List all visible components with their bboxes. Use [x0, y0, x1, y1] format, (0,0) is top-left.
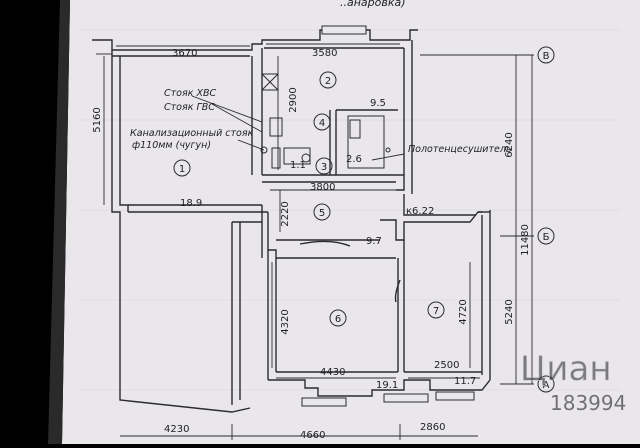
- room-2-circle: [319, 71, 337, 89]
- label-riser-cold: Стояк ХВС: [164, 88, 216, 99]
- room-7-number: 7: [433, 306, 439, 317]
- dimension-lines: [96, 43, 534, 440]
- room-markers: 1 2 3 4 5 6 7: [173, 71, 445, 327]
- room-3-area: 1.1: [290, 160, 306, 171]
- riser-icon: [260, 146, 268, 154]
- dim-left-vertical: 5160: [92, 107, 103, 132]
- label-towel-dryer: Полотенцесушитель: [408, 144, 512, 155]
- dim-mid-horizontal: 3800: [310, 182, 335, 193]
- watermark-code: 183994: [550, 391, 626, 415]
- dim-top-left: 3670: [172, 48, 197, 59]
- axis-label-top: В: [543, 51, 550, 62]
- room-5-area: к6.22: [406, 206, 434, 217]
- dim-top-mid: 3580: [312, 48, 337, 59]
- axis-marker-bottom: [537, 375, 555, 393]
- paper-sheet: [62, 0, 640, 444]
- room-7-circle: [427, 301, 445, 319]
- room-3-number: 3: [321, 162, 327, 173]
- dim-bottom-1: 4230: [164, 424, 189, 435]
- label-riser-hot: Стояк ГВС: [164, 102, 215, 113]
- room-5-circle: [313, 203, 331, 221]
- header-fragment: ..анаровка): [340, 0, 406, 9]
- dimension-labels: 3670 3580 5160 2900 3800 2220 4320 4430 …: [92, 48, 531, 441]
- dim-right-total-mid: 11480: [520, 224, 531, 256]
- axis-marker-middle: [537, 227, 555, 245]
- annotation-labels: Стояк ХВС Стояк ГВС Канализационный стоя…: [130, 88, 512, 155]
- axis-label-bottom: А: [543, 380, 550, 391]
- dim-lower-left-vertical: 4320: [280, 309, 291, 334]
- dim-corridor-vertical: 2220: [280, 201, 291, 226]
- windows: [301, 25, 475, 407]
- room-1-number: 1: [179, 164, 185, 175]
- dim-bottom-right-room: 2500: [434, 360, 459, 371]
- room-1-circle: [173, 159, 191, 177]
- room-3-circle: [315, 157, 333, 175]
- room-2-area: 9.5: [370, 98, 386, 109]
- dim-bottom-room-width: 4430: [320, 367, 345, 378]
- walls: [92, 29, 491, 413]
- paper-shadow: [48, 0, 70, 444]
- axis-label-middle: Б: [543, 232, 550, 243]
- dim-right-total-bottom: 5240: [504, 299, 515, 324]
- room-6-number: 6: [335, 314, 341, 325]
- axis-marker-top: [537, 46, 555, 64]
- room-areas: 18.9 9.5 1.1 2.6 к6.22 9.7 19.1 11.7: [180, 98, 476, 391]
- room-1-area: 18.9: [180, 198, 202, 209]
- room-6-circle: [329, 309, 347, 327]
- room-4-number: 4: [319, 118, 325, 129]
- room-4-circle: [313, 113, 331, 131]
- watermark: Циан 183994: [520, 349, 627, 415]
- room-2-number: 2: [325, 76, 331, 87]
- dim-bottom-2: 4660: [300, 430, 325, 441]
- dim-room7-vertical: 4720: [458, 299, 469, 324]
- room-7-area: 19.1: [376, 380, 398, 391]
- extra-area: 11.7: [454, 376, 476, 387]
- label-sewer-riser-2: ф110мм (чугун): [132, 140, 211, 151]
- room-6-area: 9.7: [366, 236, 382, 247]
- room-5-number: 5: [319, 208, 325, 219]
- label-sewer-riser-1: Канализационный стояк: [130, 128, 254, 139]
- axis-markers: В Б А: [537, 46, 555, 393]
- room-4-area: 2.6: [346, 154, 362, 165]
- dim-right-total-top: 6240: [504, 132, 515, 157]
- dim-bottom-3: 2860: [420, 422, 445, 433]
- dim-mid-vertical: 2900: [288, 87, 299, 112]
- bathroom-fixtures: [260, 73, 391, 169]
- watermark-brand: Циан: [520, 349, 612, 389]
